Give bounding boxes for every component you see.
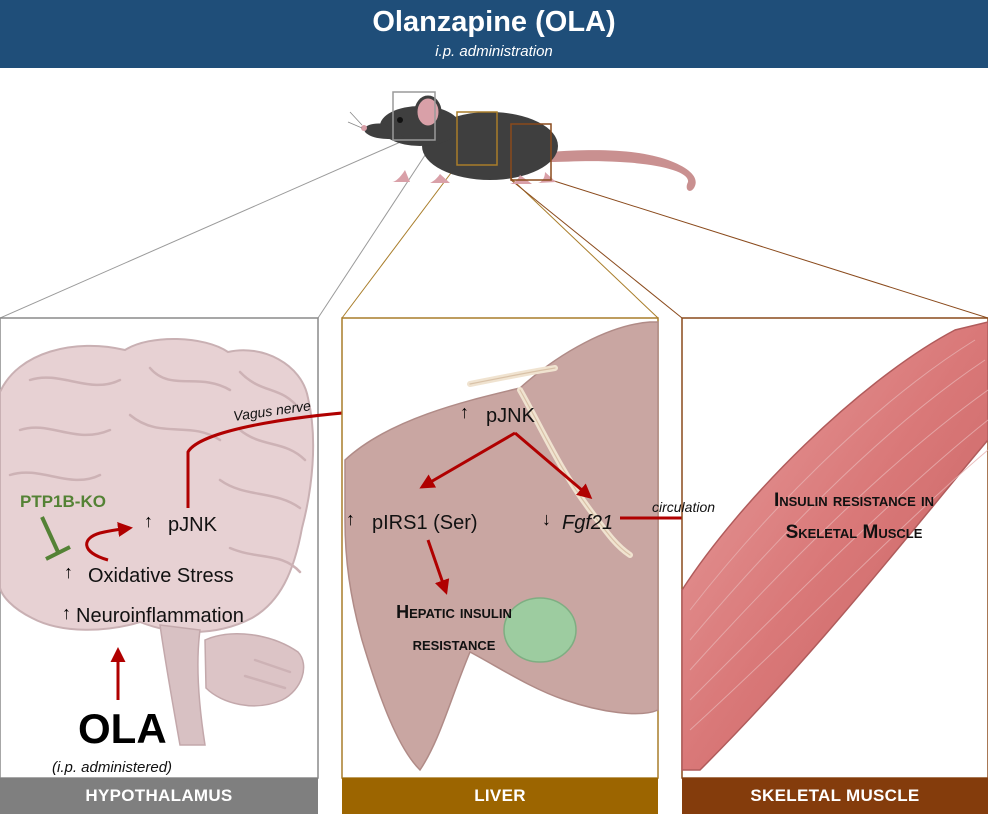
page-subtitle: i.p. administration [435,43,553,60]
panel-liver [341,317,659,814]
liver-pjnk-arrow: ↑ [460,402,469,422]
header-banner: Olanzapine (OLA) i.p. administration [0,0,988,68]
page-title: Olanzapine (OLA) [372,6,616,38]
hepatic-outcome-line1: Hepatic insulin [396,602,512,622]
panel-hypothalamus [0,317,319,814]
mouse-zoom-box-head [392,91,436,141]
fgf21-label: Fgf21 [562,512,613,534]
hypo-pjnk-label: pJNK [168,514,218,536]
oxidative-to-pjnk-arrow [85,522,133,562]
pirs1-up-arrow: ↑ [346,509,355,529]
footer-liver: LIVER [474,786,526,805]
oxidative-stress-label: Oxidative Stress [88,565,234,587]
ptp1b-inhibitor [40,516,71,561]
neuroinflammation-label: Neuroinflammation [76,605,244,627]
hepatic-outcome-line2: resistance [413,634,496,654]
neuroinflammation-up-arrow: ↑ [62,603,71,623]
ola-note: (i.p. administered) [52,759,172,776]
footer-skeletal-muscle: SKELETAL MUSCLE [750,786,920,805]
ptp1b-ko-label: PTP1B-KO [20,492,106,511]
footer-hypothalamus: HYPOTHALAMUS [85,786,233,805]
pirs1-label: pIRS1 (Ser) [372,512,478,534]
pjnk-to-fgf21-arrow [514,431,593,499]
brain-illustration [0,337,315,633]
mouse-zoom-box-muscle [510,123,552,181]
oxidative-up-arrow: ↑ [64,562,73,582]
pirs1-to-outcome-arrow [426,539,450,595]
muscle-outcome-line2: Skeletal Muscle [786,522,923,543]
panel-skeletal-muscle [681,317,988,814]
mouse-zoom-box-liver [456,111,498,166]
fgf21-down-arrow: ↓ [542,509,551,529]
ola-label: OLA [78,705,167,752]
mouse-illustration [347,95,696,191]
hypo-pjnk-arrow: ↑ [144,511,153,531]
zoom-lines [0,139,988,319]
circulation-label: circulation [652,499,715,515]
liver-pjnk-label: pJNK [486,405,536,427]
pjnk-to-pirs1-arrow [419,431,516,489]
muscle-outcome-line1: Insulin resistance in [774,490,934,511]
